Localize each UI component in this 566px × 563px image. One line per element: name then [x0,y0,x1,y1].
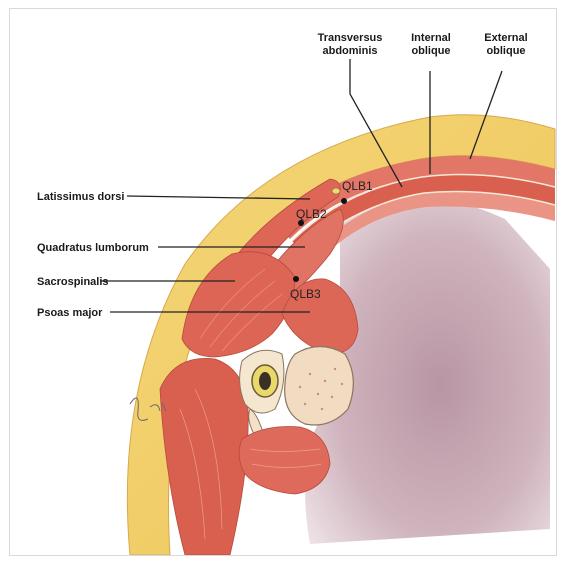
qlb3-dot [293,276,299,282]
qlb1-dot [341,198,347,204]
label-qlb3: QLB3 [290,287,321,301]
vertebral-body [285,347,354,426]
label-psoas-major: Psoas major [37,307,103,319]
psoas-lower-muscle [239,427,330,495]
label-transversus-line1: Transversus [318,32,383,44]
label-qlb2: QLB2 [296,207,327,221]
label-internal-line2: oblique [411,45,450,57]
label-external-line2: oblique [486,45,525,57]
anatomy-figure-frame: Transversus abdominis Internal oblique E… [9,8,557,556]
label-sacrospinalis: Sacrospinalis [37,276,109,288]
label-qlb1: QLB1 [342,179,373,193]
label-internal-line1: Internal [411,32,451,44]
label-latissimus-dorsi: Latissimus dorsi [37,191,124,203]
cross-section-illustration: Transversus abdominis Internal oblique E… [10,9,556,555]
spinal-canal-center [259,372,271,390]
label-transversus-line2: abdominis [322,45,377,57]
nerve-vessel [332,188,340,194]
label-external-line1: External [484,32,527,44]
label-quadratus-lumborum: Quadratus lumborum [37,242,149,254]
